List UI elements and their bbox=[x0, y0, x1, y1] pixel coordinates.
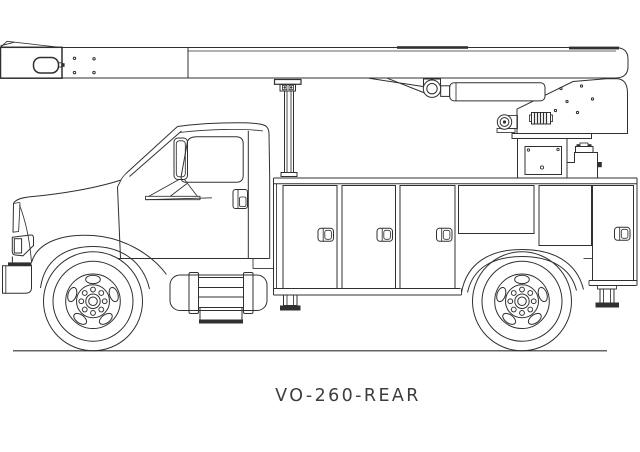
fuel-tank-step bbox=[169, 272, 268, 324]
drip-rail bbox=[179, 128, 264, 133]
rear-fender-arch bbox=[461, 248, 584, 293]
tank-strap bbox=[243, 272, 254, 314]
turret-body bbox=[516, 78, 628, 134]
compartment-door bbox=[399, 185, 456, 289]
front-bumper bbox=[2, 262, 32, 294]
boom-tip-wedge bbox=[0, 40, 58, 48]
side-panel bbox=[538, 185, 592, 246]
turret-bolts bbox=[553, 84, 595, 115]
front-fender bbox=[31, 234, 167, 275]
turret-vent bbox=[529, 112, 553, 125]
compartment-door bbox=[341, 185, 396, 289]
windshield bbox=[117, 126, 182, 188]
boom-top-pad bbox=[397, 46, 468, 49]
boom-rest-post bbox=[273, 78, 302, 177]
outrigger-foot bbox=[280, 305, 301, 311]
cylinder-pivot bbox=[422, 79, 442, 98]
outrigger-foot bbox=[595, 302, 619, 308]
cab-roof-rear bbox=[177, 122, 271, 259]
cylinder-barrel bbox=[449, 82, 546, 102]
tank-strap bbox=[188, 272, 199, 314]
cab bbox=[11, 122, 274, 290]
front-wheel-arch bbox=[40, 245, 150, 290]
turret bbox=[496, 78, 628, 179]
boom-saddle bbox=[279, 83, 296, 92]
step-bracket bbox=[198, 277, 244, 308]
hood bbox=[12, 179, 122, 233]
mirror bbox=[145, 137, 213, 201]
compartment-door bbox=[282, 185, 338, 289]
boom-rivets bbox=[72, 56, 96, 75]
pedestal-step-bracket bbox=[567, 142, 602, 178]
front-outrigger bbox=[280, 294, 301, 311]
boom-tip-plate bbox=[32, 56, 60, 74]
fender-cut-line bbox=[19, 204, 32, 263]
front-wheel bbox=[43, 251, 143, 352]
step-tread bbox=[199, 319, 243, 324]
boom-saddle-plate bbox=[273, 78, 302, 85]
stowed-boom bbox=[0, 40, 629, 79]
cab-body-step bbox=[252, 258, 274, 270]
lower-step bbox=[199, 307, 243, 321]
door-handle bbox=[232, 189, 248, 209]
bumper-top-trim bbox=[8, 262, 32, 266]
drawing-label: VO-260-REAR bbox=[275, 386, 421, 406]
door-window bbox=[180, 136, 244, 183]
lift-cylinder bbox=[368, 77, 546, 102]
compartment-door-short bbox=[458, 185, 535, 234]
boom-top-pad bbox=[569, 46, 619, 50]
headlight bbox=[11, 234, 34, 257]
pedestal bbox=[517, 138, 568, 179]
rotation-motor bbox=[496, 114, 518, 133]
compartment-door-handle bbox=[436, 227, 453, 242]
rear-outrigger bbox=[595, 285, 619, 308]
cylinder-rod-end bbox=[440, 85, 451, 97]
compartment-door-handle bbox=[317, 227, 334, 242]
door-front-edge bbox=[117, 186, 121, 259]
service-body bbox=[273, 177, 638, 296]
rear-wheel bbox=[472, 251, 572, 352]
compartment-door-handle bbox=[376, 227, 393, 242]
turret-base-plate bbox=[511, 133, 592, 139]
fuel-tank bbox=[169, 274, 268, 311]
compartment-door-handle bbox=[614, 226, 631, 241]
hood-front-strip bbox=[12, 202, 21, 233]
post-base-flange bbox=[280, 172, 298, 177]
boom-base-section bbox=[61, 47, 629, 79]
compartment-door-rear bbox=[592, 185, 634, 281]
